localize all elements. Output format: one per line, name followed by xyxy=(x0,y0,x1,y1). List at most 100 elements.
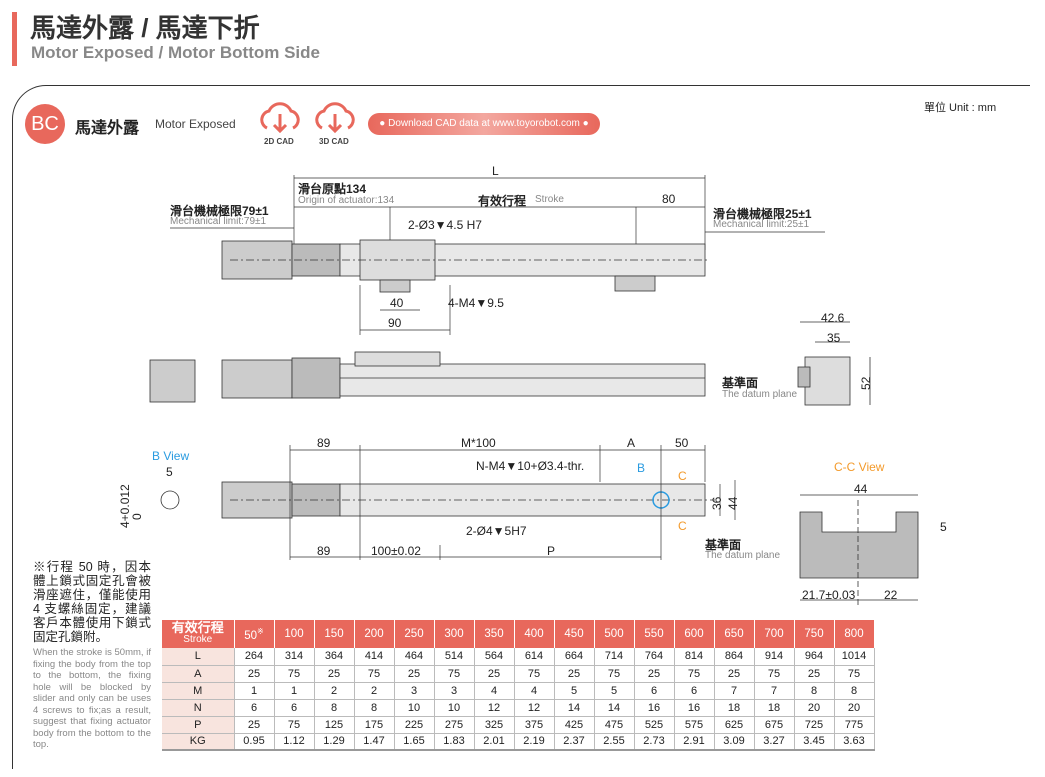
table-cell: 20 xyxy=(834,699,875,717)
table-cell: 814 xyxy=(674,648,715,666)
stroke-value: 100 xyxy=(284,628,304,640)
dim-50: 50 xyxy=(675,436,689,450)
row-label: L xyxy=(162,648,235,666)
table-cell: 25 xyxy=(394,665,435,683)
datum-label-en: The datum plane xyxy=(722,389,798,400)
table-cell: 125 xyxy=(314,716,355,734)
table-cell: 25 xyxy=(794,665,835,683)
table-cell: 2.55 xyxy=(594,733,635,751)
2d-cad-link[interactable]: 2D CAD xyxy=(264,137,294,146)
table-cell: 675 xyxy=(754,716,795,734)
section-title: 馬達外露 xyxy=(75,120,140,137)
table-cell: 25 xyxy=(474,665,515,683)
table-cell: 3 xyxy=(394,682,435,700)
stroke-value: 300 xyxy=(444,628,464,640)
stroke-value: 50 xyxy=(244,629,258,642)
dim-35: 35 xyxy=(827,331,841,345)
table-cell: 364 xyxy=(314,648,355,666)
b-view-title: B View xyxy=(152,449,190,463)
note-mark: ※ xyxy=(257,626,264,636)
table-cell: 175 xyxy=(354,716,395,734)
title-accent-bar xyxy=(12,12,17,66)
table-cell: 25 xyxy=(714,665,755,683)
table-cell: 8 xyxy=(314,699,355,717)
table-cell: 864 xyxy=(714,648,755,666)
table-cell: 8 xyxy=(354,699,395,717)
dim-m100: M*100 xyxy=(461,436,496,450)
table-cell: 75 xyxy=(514,665,555,683)
content-frame xyxy=(12,85,1030,769)
table-cell: 6 xyxy=(234,699,275,717)
table-cell: 664 xyxy=(554,648,595,666)
stroke-column-header: 500 xyxy=(594,620,635,648)
table-cell: 1.65 xyxy=(394,733,435,751)
table-cell: 2.01 xyxy=(474,733,515,751)
note-en: When the stroke is 50mm, if fixing the b… xyxy=(33,647,151,750)
row-label: M xyxy=(162,682,235,700)
note-zh: ※行程 50 時，因本體上鎖式固定孔會被滑座遮住，僅能使用 4 支螺絲固定，建議… xyxy=(33,560,151,644)
table-cell: 4 xyxy=(474,682,515,700)
table-cell: 75 xyxy=(274,716,315,734)
stroke-value: 750 xyxy=(804,628,824,640)
table-cell: 1.29 xyxy=(314,733,355,751)
download-cad-link[interactable]: ● Download CAD data at www.toyorobot.com… xyxy=(368,113,600,135)
stroke-value: 700 xyxy=(764,628,784,640)
dim-89-top: 89 xyxy=(317,436,331,450)
table-cell: 414 xyxy=(354,648,395,666)
origin-label-en: Origin of actuator:134 xyxy=(298,195,395,206)
unit-label: 單位 Unit : mm xyxy=(924,102,997,114)
table-cell: 25 xyxy=(554,665,595,683)
table-cell: 75 xyxy=(274,665,315,683)
dim-42-6: 42.6 xyxy=(821,311,845,325)
hole-callout: 2-Ø3▼4.5 H7 xyxy=(408,218,482,232)
table-cell: 10 xyxy=(434,699,475,717)
table-cell: 2 xyxy=(314,682,355,700)
cc-view-title: C-C View xyxy=(834,460,885,474)
table-cell: 1.83 xyxy=(434,733,475,751)
stroke-value: 450 xyxy=(564,628,584,640)
table-cell: 14 xyxy=(554,699,595,717)
table-cell: 6 xyxy=(674,682,715,700)
table-cell: 3.45 xyxy=(794,733,835,751)
stroke-column-header: 800 xyxy=(834,620,875,648)
row-label: A xyxy=(162,665,235,683)
b-marker: B xyxy=(637,461,646,475)
dim-89-bottom: 89 xyxy=(317,544,331,558)
datum-label-2-en: The datum plane xyxy=(705,550,781,561)
table-cell: 964 xyxy=(794,648,835,666)
row-label: N xyxy=(162,699,235,717)
table-cell: 16 xyxy=(634,699,675,717)
stroke-label: 有效行程 xyxy=(478,194,527,208)
cc-dim-21-7: 21.7±0.03 xyxy=(802,588,856,602)
table-cell: 2.91 xyxy=(674,733,715,751)
dim-5: 5 xyxy=(166,465,173,479)
3d-cad-link[interactable]: 3D CAD xyxy=(319,137,349,146)
table-cell: 7 xyxy=(714,682,755,700)
table-cell: 614 xyxy=(514,648,555,666)
table-cell: 2.19 xyxy=(514,733,555,751)
table-cell: 575 xyxy=(674,716,715,734)
mech-limit-left: 滑台機械極限79±1 xyxy=(170,204,269,218)
stroke-column-header: 300 xyxy=(434,620,475,648)
stroke-column-header: 350 xyxy=(474,620,515,648)
c-marker-top: C xyxy=(678,469,687,483)
stroke-column-header: 450 xyxy=(554,620,595,648)
dim-P: P xyxy=(547,544,556,558)
table-cell: 3.27 xyxy=(754,733,795,751)
table-cell: 275 xyxy=(434,716,475,734)
end-view-actuator xyxy=(797,321,871,406)
cad-icons xyxy=(260,102,355,134)
stroke-column-header: 600 xyxy=(674,620,715,648)
table-cell: 20 xyxy=(794,699,835,717)
table-cell: 4 xyxy=(514,682,555,700)
table-cell: 8 xyxy=(794,682,835,700)
cc-section-view xyxy=(799,494,919,605)
row-label: KG xyxy=(162,733,235,751)
